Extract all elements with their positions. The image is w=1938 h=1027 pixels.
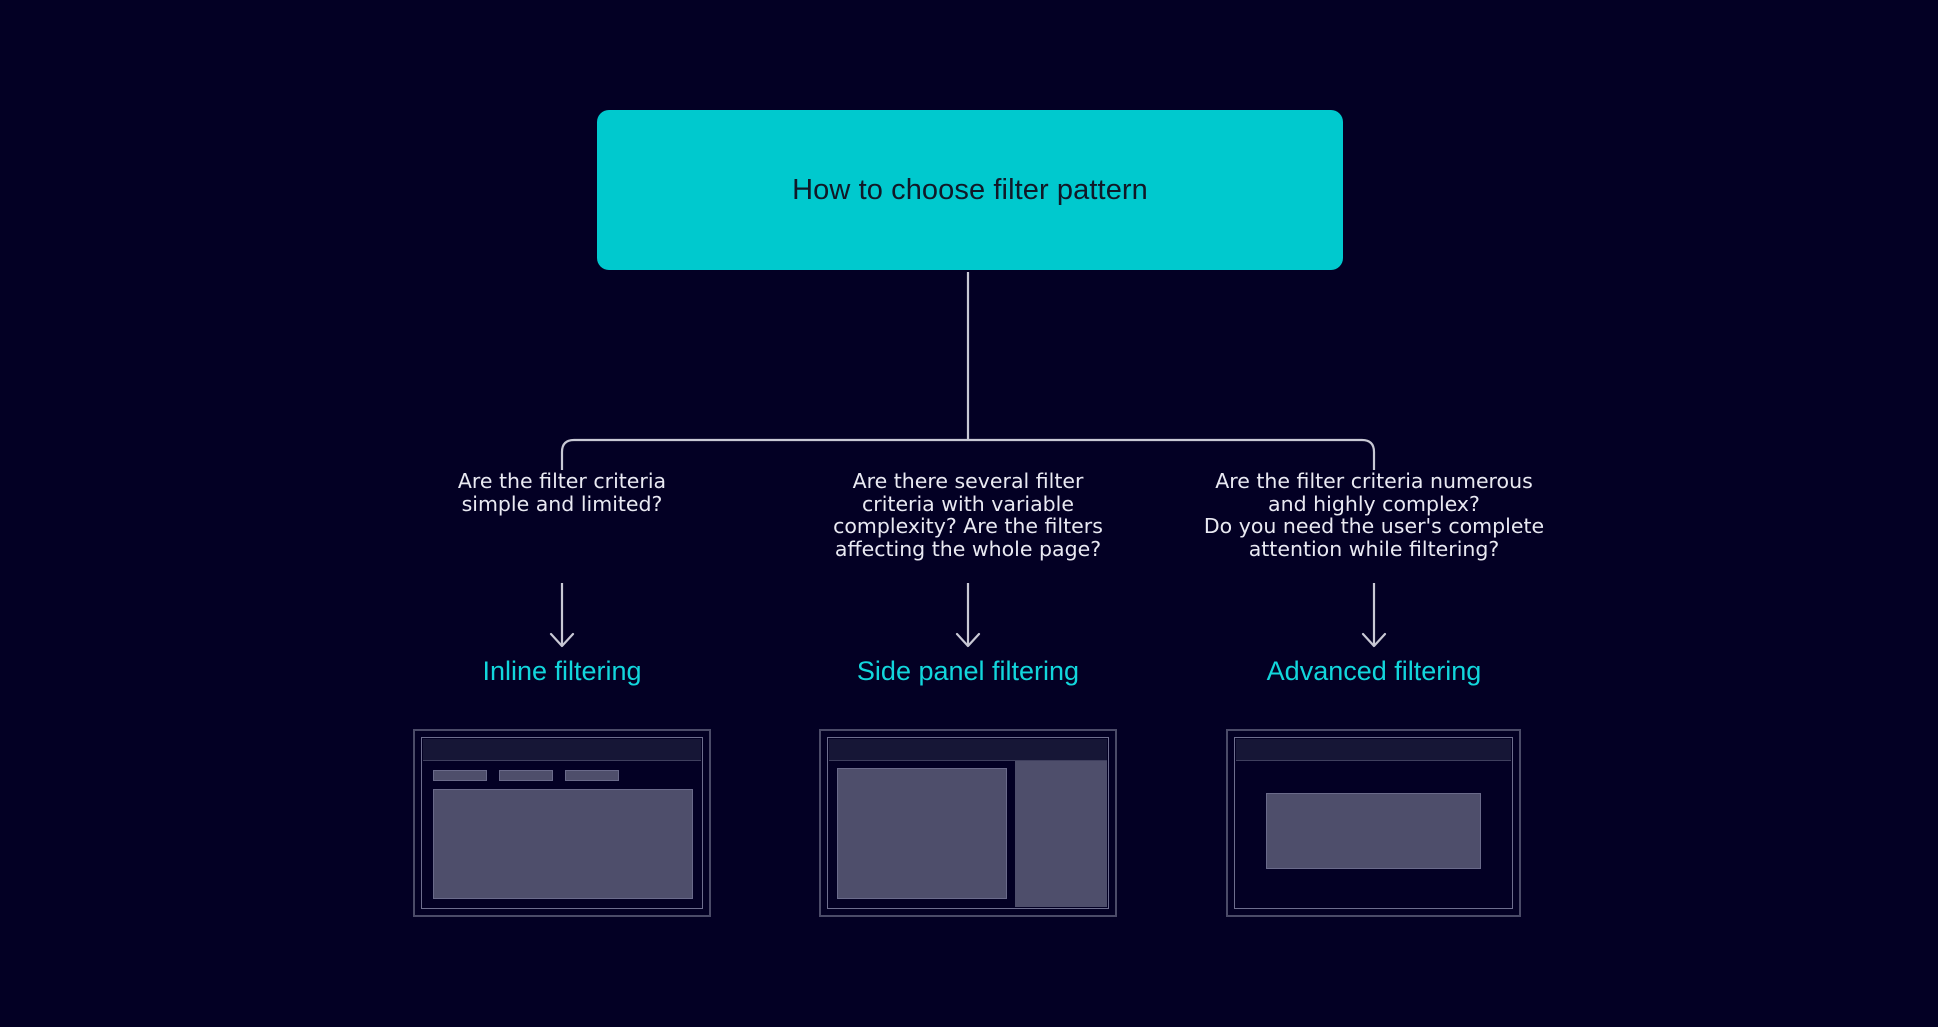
wireframe-content (423, 739, 701, 907)
advanced-filter-wireframe[interactable] (1226, 729, 1521, 917)
filter-chip-1 (433, 770, 487, 781)
arrowhead-advanced (1361, 632, 1387, 648)
arrowhead-side-panel (955, 632, 981, 648)
wireframe-top-bar (829, 739, 1107, 761)
branch-question-side-panel: Are there several filter criteria with v… (833, 469, 1103, 561)
content-area (837, 768, 1007, 899)
side-panel-filter-wireframe[interactable] (819, 729, 1117, 917)
branch-question-inline: Are the filter criteria simple and limit… (457, 469, 667, 516)
root-node-label: How to choose filter pattern (792, 173, 1148, 206)
wireframe-top-bar (1236, 739, 1511, 761)
wireframe-top-bar (423, 739, 701, 761)
wireframe-border-inner (827, 737, 1109, 909)
result-label-inline[interactable]: Inline filtering (482, 656, 642, 686)
result-label-advanced[interactable]: Advanced filtering (1266, 656, 1482, 686)
branch-advanced: Are the filter criteria numerous and hig… (1164, 470, 1584, 560)
filter-chip-2 (499, 770, 553, 781)
result-label-side-panel[interactable]: Side panel filtering (856, 656, 1080, 686)
arrowhead-inline (549, 632, 575, 648)
filter-chip-3 (565, 770, 619, 781)
wireframe-border-inner (421, 737, 703, 909)
branch-bar (560, 438, 1376, 470)
wireframe-border-inner (1234, 737, 1513, 909)
branch-inline: Are the filter criteria simple and limit… (352, 470, 772, 515)
wireframe-content (1236, 739, 1511, 907)
modal-dialog-area (1266, 793, 1481, 869)
wireframe-content (829, 739, 1107, 907)
content-area (433, 789, 693, 899)
branch-question-advanced: Are the filter criteria numerous and hig… (1203, 469, 1545, 561)
branch-side-panel: Are there several filter criteria with v… (758, 470, 1178, 560)
side-panel-area (1015, 761, 1107, 907)
inline-filter-wireframe[interactable] (413, 729, 711, 917)
root-node-how-to-choose-filter-pattern[interactable]: How to choose filter pattern (597, 110, 1343, 270)
